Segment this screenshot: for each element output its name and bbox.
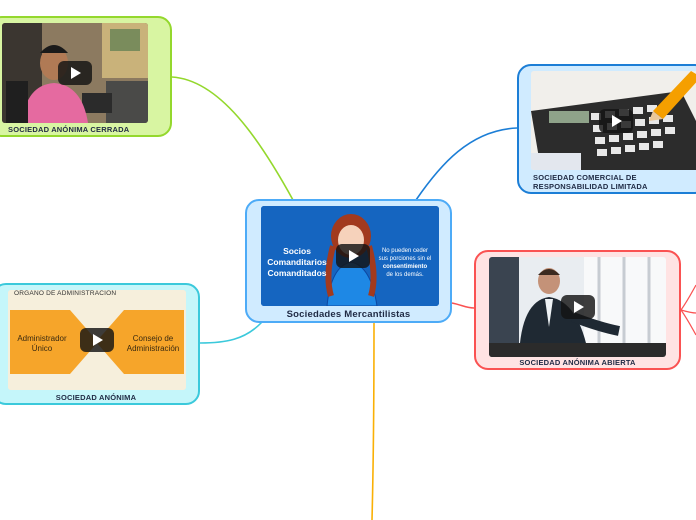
connector-abierta bbox=[451, 302, 475, 309]
connector-limitada bbox=[415, 127, 518, 201]
connector-down bbox=[371, 322, 375, 520]
thumb-caption-left: Socios Comanditarios Comanditados bbox=[267, 246, 327, 278]
node-title: Sociedades Mercantilistas bbox=[286, 309, 411, 320]
connector-right-branches bbox=[680, 284, 696, 336]
thumb-right-label: Consejo de Administración bbox=[126, 334, 180, 353]
thumb-heading: ÓRGANO DE ADMINISTRACIÓN bbox=[14, 290, 117, 297]
node-sociedad-anonima-cerrada[interactable]: SOCIEDAD ANÓNIMA CERRADA bbox=[0, 16, 172, 137]
node-sociedad-anonima-abierta[interactable]: SOCIEDAD ANÓNIMA ABIERTA bbox=[474, 250, 681, 370]
node-label: SOCIEDAD COMERCIAL DE RESPONSABILIDAD LI… bbox=[533, 173, 648, 191]
play-button[interactable] bbox=[80, 328, 114, 352]
play-button[interactable] bbox=[336, 244, 370, 268]
video-thumbnail-limitada[interactable] bbox=[531, 71, 696, 170]
node-sociedades-mercantilistas[interactable]: Socios Comanditarios Comanditados No pue… bbox=[245, 199, 452, 323]
play-button[interactable] bbox=[560, 295, 595, 319]
node-sociedad-anonima[interactable]: ÓRGANO DE ADMINISTRACIÓN Administrador Ú… bbox=[0, 283, 200, 405]
node-sociedad-responsabilidad-limitada[interactable]: SOCIEDAD COMERCIAL DE RESPONSABILIDAD LI… bbox=[517, 64, 696, 194]
video-thumbnail-anonima[interactable]: ÓRGANO DE ADMINISTRACIÓN Administrador Ú… bbox=[8, 290, 186, 390]
thumb-caption-right: No pueden ceder sus porciones sin el con… bbox=[373, 247, 437, 279]
man-in-office-image bbox=[2, 23, 148, 123]
node-label: SOCIEDAD ANÓNIMA bbox=[55, 393, 137, 402]
caption-line: No pueden ceder bbox=[381, 248, 429, 254]
caption-line: de los demás. bbox=[386, 272, 424, 278]
connector-anonima bbox=[199, 321, 263, 344]
video-thumbnail-abierta[interactable] bbox=[489, 257, 666, 357]
play-button[interactable] bbox=[599, 108, 633, 133]
caption-line-bold: consentimiento bbox=[382, 264, 428, 270]
play-button[interactable] bbox=[58, 61, 92, 85]
connector-cerrada bbox=[171, 76, 294, 201]
thumb-left-label: Administrador Único bbox=[17, 334, 67, 353]
video-thumbnail-cerrada[interactable] bbox=[2, 23, 148, 123]
video-thumbnail-center[interactable]: Socios Comanditarios Comanditados No pue… bbox=[261, 206, 439, 306]
node-label: SOCIEDAD ANÓNIMA CERRADA bbox=[8, 125, 130, 134]
node-label: SOCIEDAD ANÓNIMA ABIERTA bbox=[519, 358, 636, 367]
caption-line: sus porciones sin el bbox=[378, 256, 432, 262]
